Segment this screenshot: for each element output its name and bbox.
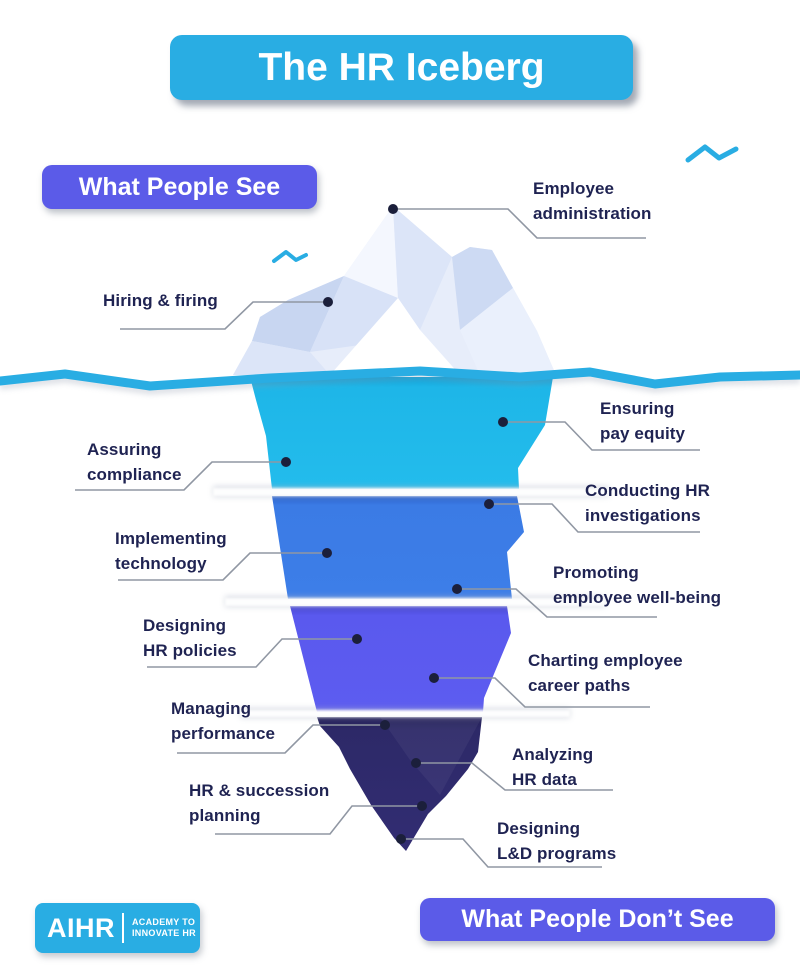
callout-dot — [281, 457, 291, 467]
callout-analyzing-hr-data — [416, 762, 613, 791]
wave-icon-left — [272, 250, 308, 263]
page-title: The HR Iceberg — [170, 35, 633, 100]
callout-dot — [352, 634, 362, 644]
iceberg-below-water — [250, 377, 553, 851]
callout-employee-administration — [393, 208, 646, 239]
iceberg-layer-3 — [290, 606, 511, 712]
iceberg-layer-4 — [317, 717, 482, 851]
badge-what-people-dont-see: What People Don’t See — [420, 898, 775, 941]
callout-designing-hr-policies — [147, 638, 357, 668]
callout-conducting-hr-investigations — [489, 503, 700, 533]
callout-lines — [75, 208, 700, 868]
callout-implementing-technology — [118, 552, 327, 581]
badge-what-people-see: What People See — [42, 165, 317, 209]
callout-ensuring-pay-equity — [503, 421, 700, 451]
callout-dot — [388, 204, 398, 214]
callout-dot — [396, 834, 406, 844]
callout-charting-employee-career-paths — [434, 677, 650, 708]
callout-dot — [452, 584, 462, 594]
callout-promoting-employee-wellbeing — [457, 588, 657, 618]
aihr-logo-name: AIHR — [47, 912, 115, 943]
callout-dot — [380, 720, 390, 730]
aihr-logo-tagline: ACADEMY TO INNOVATE HR — [132, 917, 196, 938]
callout-assuring-compliance — [75, 461, 286, 491]
iceberg-layer-2 — [272, 496, 524, 599]
callout-hiring-firing — [120, 301, 328, 330]
callout-dots — [281, 204, 508, 844]
wave-icon-right — [685, 144, 739, 163]
callout-hr-succession-planning — [215, 805, 422, 835]
waterline — [0, 366, 800, 395]
layer-dividers — [213, 486, 609, 718]
callout-managing-performance — [177, 724, 385, 754]
callout-dot — [498, 417, 508, 427]
callout-dot — [417, 801, 427, 811]
label-hiring-firing: Hiring & firing — [103, 291, 218, 310]
callout-designing-ld-programs — [401, 838, 602, 868]
aihr-logo: AIHR ACADEMY TO INNOVATE HR — [35, 903, 200, 953]
callout-dot — [484, 499, 494, 509]
iceberg-layer-4-facet — [380, 717, 482, 795]
iceberg-above-water — [233, 206, 556, 375]
callout-dot — [322, 548, 332, 558]
callout-dot — [411, 758, 421, 768]
aihr-logo-divider — [122, 913, 124, 943]
callout-dot — [323, 297, 333, 307]
iceberg-layer-1 — [250, 377, 553, 489]
callout-dot — [429, 673, 439, 683]
